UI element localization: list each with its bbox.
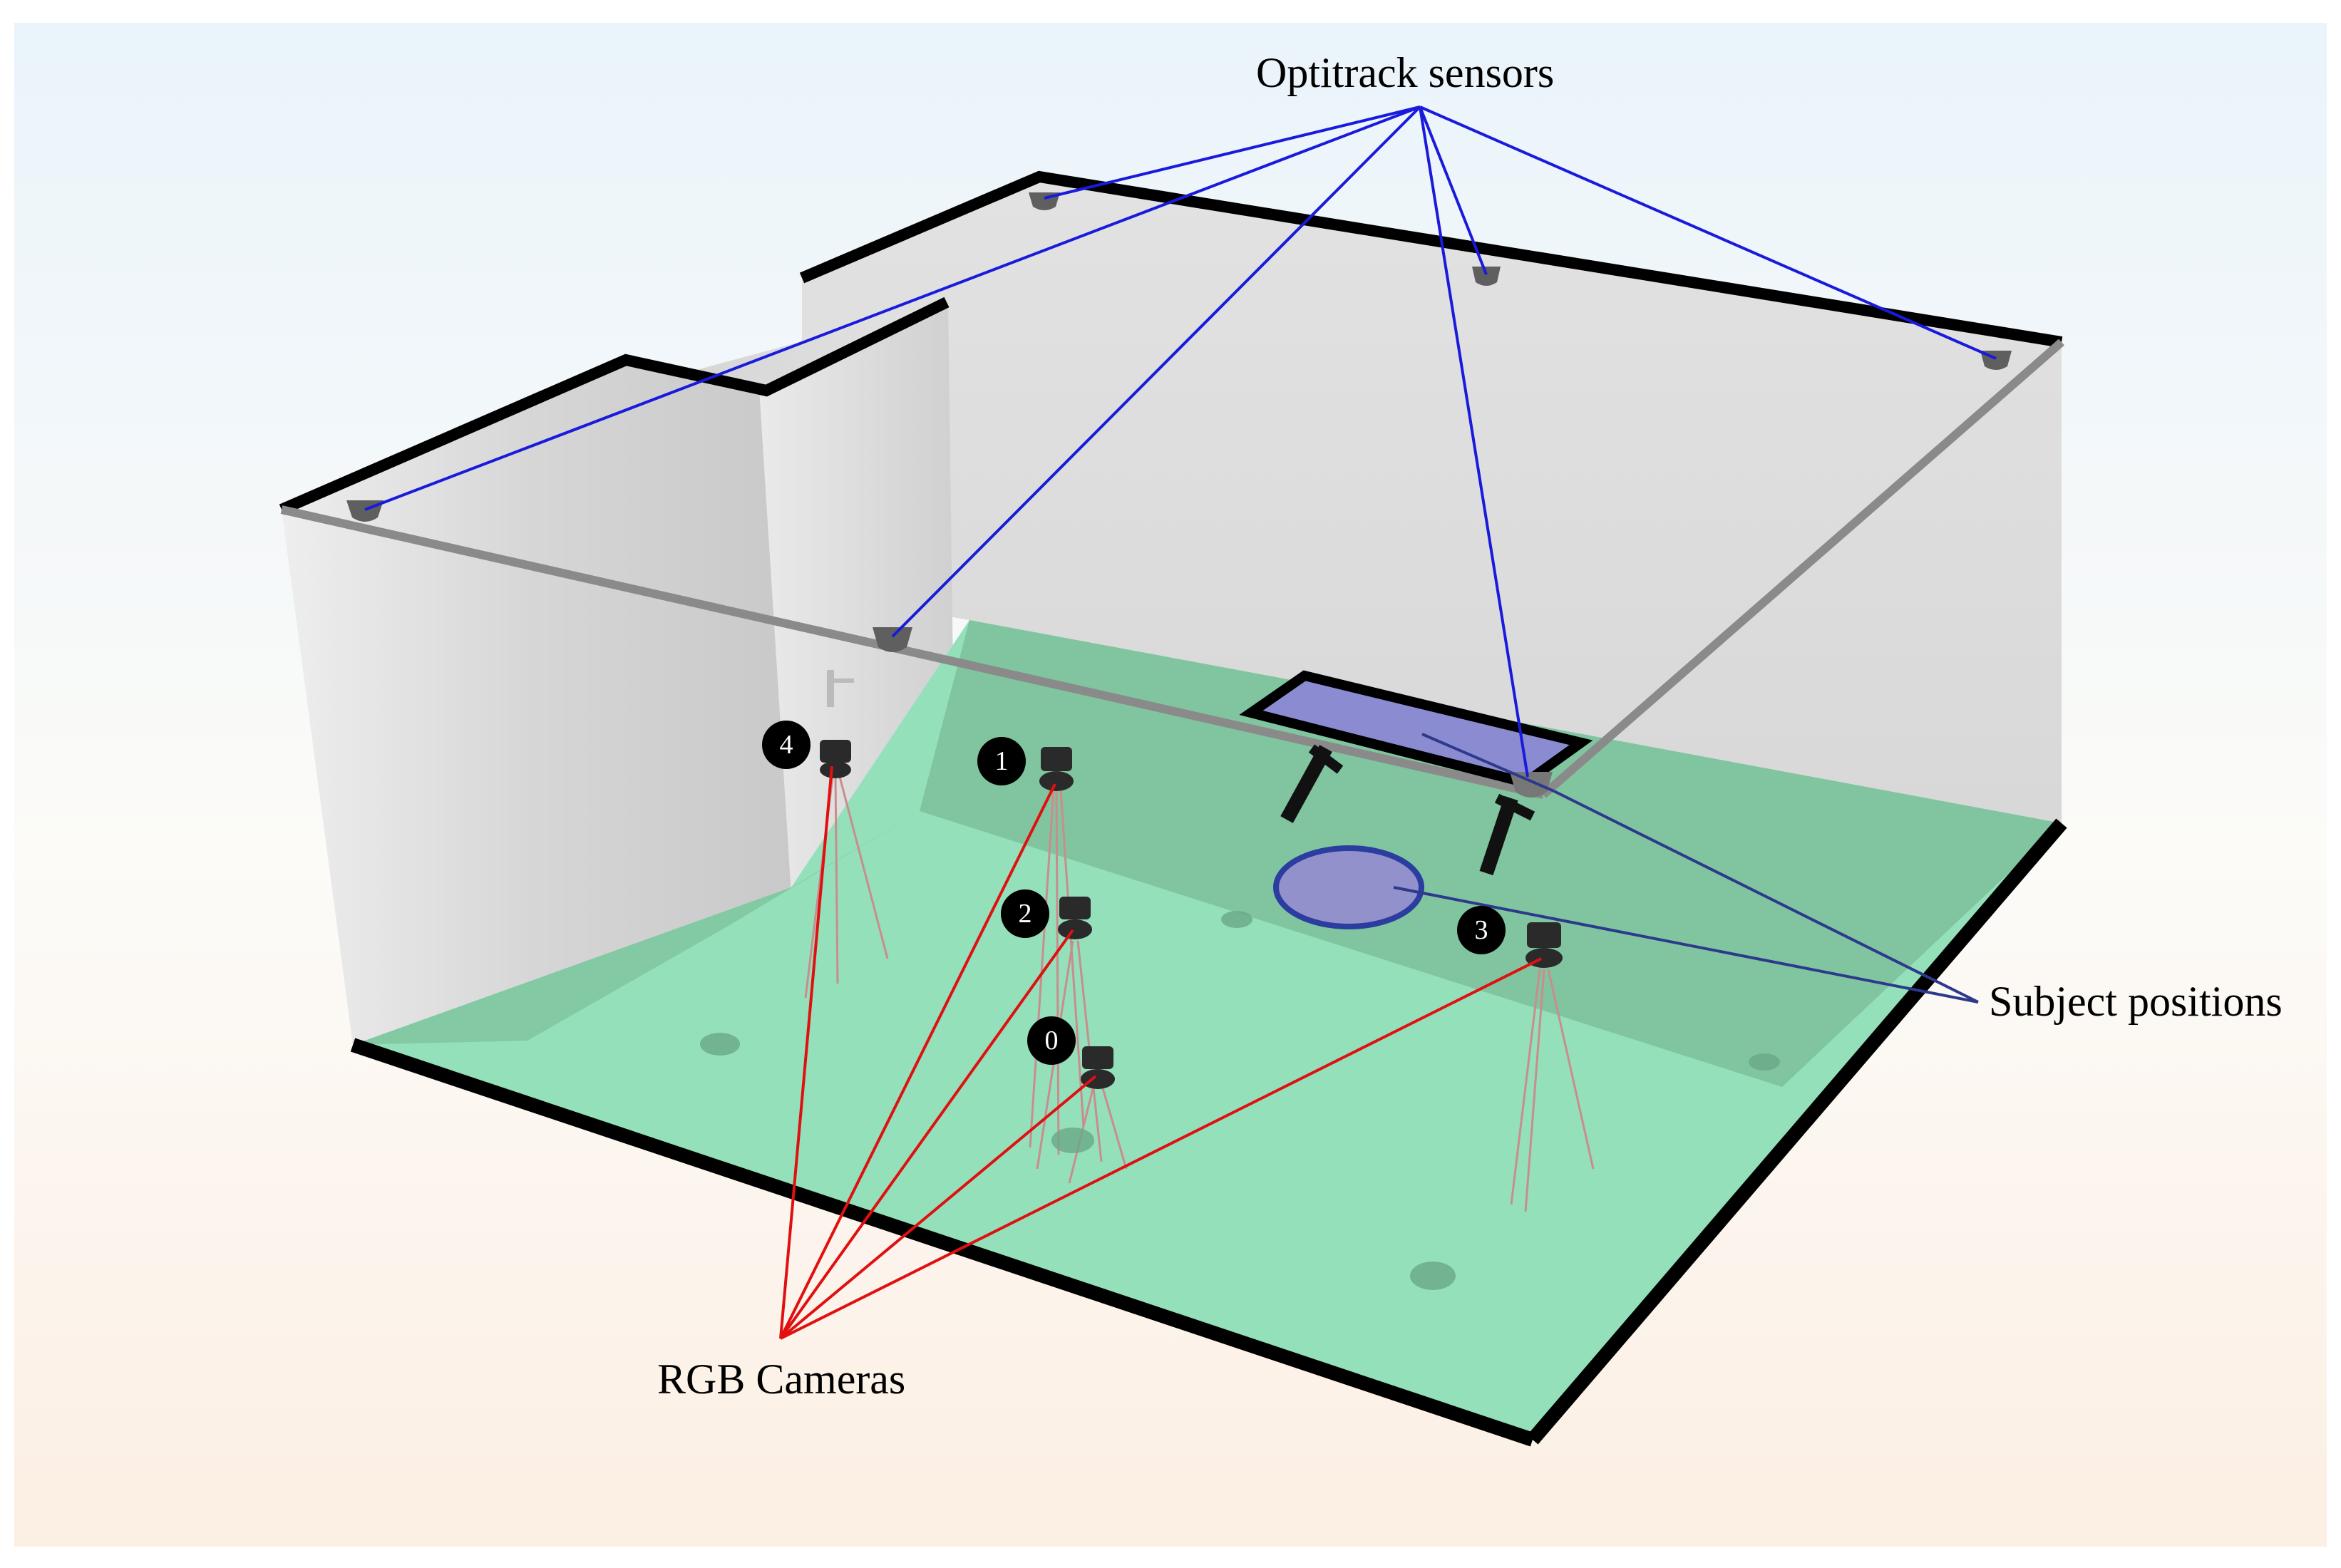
rgb-camera-icon	[1058, 897, 1092, 939]
camera-floor-shadows	[700, 911, 1780, 1290]
optitrack-sensor-icon	[873, 627, 912, 652]
floor-edge-front-left	[350, 1038, 1535, 1447]
wall-top-outline	[279, 296, 950, 515]
rgb-camera-icon	[1039, 747, 1074, 791]
camera-bodies	[820, 740, 1563, 1089]
camera-badge-2: 2	[1001, 889, 1049, 938]
optitrack-sensor-icon	[1510, 772, 1553, 798]
svg-text:3: 3	[1475, 915, 1488, 945]
table-icon	[1239, 670, 1593, 876]
subject-positions-label: Subject positions	[1989, 978, 2283, 1025]
door-handle-icon	[827, 670, 854, 707]
subject-leader-lines	[1393, 733, 1979, 1004]
rgb-camera-icon	[1525, 922, 1563, 968]
svg-text:1: 1	[995, 746, 1009, 776]
optitrack-sensor-icon	[1472, 267, 1501, 286]
room	[279, 170, 2067, 1447]
rgb-leader-lines	[779, 765, 1542, 1340]
rgb-camera-icon	[1081, 1046, 1115, 1089]
wall-top-outline-back	[799, 170, 2063, 348]
rgb-camera-icon	[820, 740, 851, 778]
right-beam	[1540, 339, 2064, 798]
svg-text:2: 2	[1019, 899, 1032, 929]
subject-position-circle	[1273, 845, 1424, 929]
floor-edge-front-right	[1527, 818, 2067, 1445]
svg-text:4: 4	[780, 730, 793, 760]
optitrack-leader-lines	[364, 105, 1997, 778]
camera-badge-4: 4	[762, 721, 811, 769]
optitrack-label: Optitrack sensors	[1256, 49, 1554, 96]
camera-badge-0: 0	[1027, 1016, 1076, 1065]
left-wall	[282, 360, 791, 1045]
back-wall	[802, 177, 2062, 823]
camera-badge-3: 3	[1457, 906, 1506, 954]
svg-text:0: 0	[1045, 1026, 1059, 1056]
camera-badge-1: 1	[977, 737, 1026, 785]
front-beam	[280, 505, 1545, 799]
rgb-cameras-label: RGB Cameras	[657, 1356, 905, 1403]
